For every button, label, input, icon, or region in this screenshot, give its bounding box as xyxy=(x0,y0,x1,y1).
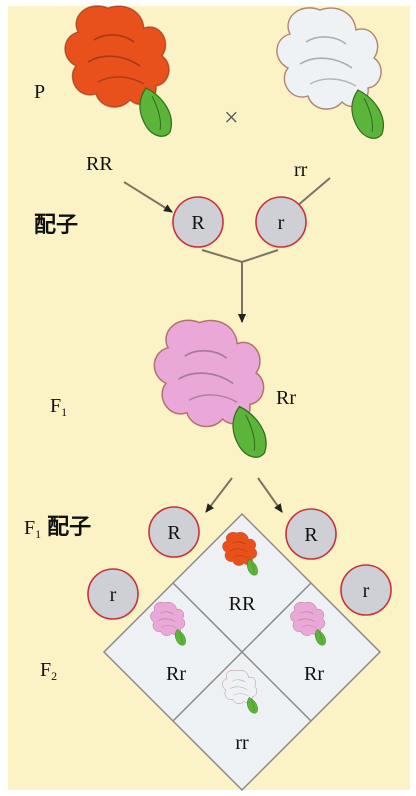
gamete-red-label: R xyxy=(191,212,205,234)
f2-label: F2 xyxy=(40,659,57,683)
f1-gamete-circle-top-right: R xyxy=(285,508,337,560)
f1-gamete-top-left-label: R xyxy=(167,522,181,544)
arrow-f1-right xyxy=(257,477,283,513)
f1-gamete-circle-right: r xyxy=(340,564,392,616)
arrow-f1-left xyxy=(205,477,233,513)
f1-gamete-right-label: r xyxy=(363,580,370,602)
f1-label: F1 xyxy=(50,395,67,419)
cell-left-genotype: Rr xyxy=(166,663,186,685)
parent-red-genotype: RR xyxy=(86,153,113,175)
arrow-red-to-gamete xyxy=(123,181,173,213)
cell-right-genotype: Rr xyxy=(304,663,324,685)
gamete-circle-white: r xyxy=(255,196,307,248)
gamete-circle-red: R xyxy=(172,196,224,248)
f1-gamete-left-label: r xyxy=(110,584,117,606)
cell-top-genotype: RR xyxy=(229,593,256,615)
f1-gamete-circle-top-left: R xyxy=(148,506,200,558)
gametes-label: 配子 xyxy=(34,213,78,238)
f1-gamete-top-right-label: R xyxy=(304,524,318,546)
cell-bottom-genotype: rr xyxy=(235,732,249,754)
cross-symbol: × xyxy=(224,103,239,132)
f1-gamete-circle-left: r xyxy=(87,568,139,620)
f1-genotype: Rr xyxy=(276,387,296,409)
punnett-square xyxy=(102,512,382,792)
p-label: P xyxy=(34,81,45,103)
gamete-white-label: r xyxy=(278,212,285,234)
parent-white-genotype: rr xyxy=(294,159,308,181)
